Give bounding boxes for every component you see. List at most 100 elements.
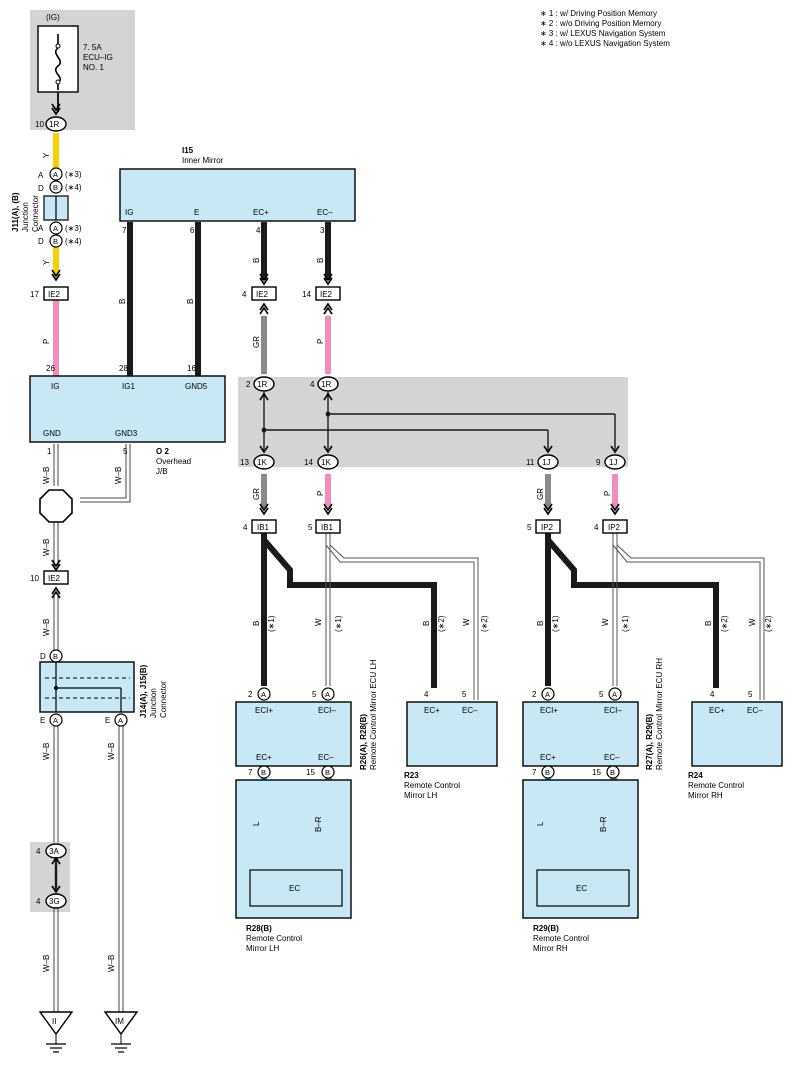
svg-text:B–R: B–R — [314, 816, 323, 832]
r29-code: R29(B) — [533, 924, 559, 933]
o2-pin-ig: IG — [51, 382, 59, 391]
wire-label-b-ecminus: B — [316, 258, 325, 263]
svg-text:ECI–: ECI– — [604, 706, 622, 715]
svg-text:3: 3 — [320, 226, 325, 235]
svg-text:4: 4 — [242, 290, 247, 299]
svg-text:28: 28 — [119, 364, 128, 373]
svg-text:1K: 1K — [321, 458, 331, 467]
i15-pin-ecplus: EC+ — [253, 208, 269, 217]
svg-text:B: B — [53, 237, 58, 246]
o2-pin-gnd3: GND3 — [115, 429, 138, 438]
svg-text:2: 2 — [246, 380, 251, 389]
svg-text:9: 9 — [596, 458, 601, 467]
ground-ii-icon: II — [38, 1011, 74, 1053]
o2-pin-ig1: IG1 — [122, 382, 135, 391]
svg-text:W: W — [601, 618, 610, 626]
svg-text:26: 26 — [46, 364, 55, 373]
r23-code: R23 — [404, 771, 419, 780]
wire-black-rh-1 — [545, 533, 719, 688]
fuse-source: (IG) — [46, 13, 60, 22]
svg-text:B: B — [610, 768, 615, 777]
svg-text:IE2: IE2 — [256, 290, 269, 299]
i15-pin-ig: IG — [125, 208, 133, 217]
svg-text:D: D — [38, 237, 44, 246]
j14-code: J14(A), J15(B) — [139, 664, 148, 718]
svg-text:ECI+: ECI+ — [540, 706, 558, 715]
svg-text:EC–: EC– — [604, 753, 620, 762]
note-4: ∗ 4 : w/o LEXUS Navigation System — [540, 39, 670, 48]
ground-im-icon: IM — [103, 1011, 139, 1053]
fuse-icon — [54, 34, 62, 90]
svg-text:EC–: EC– — [462, 706, 478, 715]
terminal-1j-11: 11 1J — [526, 454, 559, 470]
svg-text:(∗2): (∗2) — [720, 615, 729, 632]
svg-text:ECI–: ECI– — [318, 706, 336, 715]
inner-mirror-box — [119, 168, 356, 222]
wire-label-p-ec: P — [316, 339, 325, 344]
svg-text:EC+: EC+ — [424, 706, 440, 715]
ecu-lh-name: Remote Control Mirror ECU LH — [369, 659, 378, 770]
terminal-3g: 4 3G — [36, 893, 67, 909]
svg-text:10: 10 — [30, 574, 39, 583]
terminal-ie2-10: 10 IE2 — [30, 570, 69, 585]
r28-code: R28(B) — [246, 924, 272, 933]
svg-text:B: B — [704, 621, 713, 626]
svg-text:(∗3): (∗3) — [65, 224, 82, 233]
svg-text:(∗2): (∗2) — [480, 615, 489, 632]
svg-text:IE2: IE2 — [320, 290, 333, 299]
wire-black-lh-1 — [261, 533, 437, 688]
svg-text:16: 16 — [187, 364, 196, 373]
terminal-ib1-5: 5 IB1 — [308, 519, 341, 534]
svg-text:Mirror RH: Mirror RH — [688, 791, 723, 800]
fuse-number: NO. 1 — [83, 63, 104, 72]
terminal-3a: 4 3A — [36, 843, 67, 859]
svg-text:5: 5 — [462, 690, 467, 699]
svg-text:11: 11 — [526, 458, 535, 467]
svg-text:1R: 1R — [257, 380, 267, 389]
svg-text:(∗1): (∗1) — [551, 615, 560, 632]
svg-text:5: 5 — [312, 690, 317, 699]
svg-text:EC–: EC– — [318, 753, 334, 762]
o2-name: Overhead — [156, 457, 191, 466]
svg-text:IB1: IB1 — [257, 523, 270, 532]
svg-text:A: A — [38, 171, 44, 180]
wire-label-p-ig: P — [42, 339, 51, 344]
svg-text:5: 5 — [308, 523, 313, 532]
svg-text:A: A — [325, 690, 330, 699]
svg-text:IB1: IB1 — [321, 523, 334, 532]
o2-name2: J/B — [156, 467, 168, 476]
svg-text:4: 4 — [36, 847, 41, 856]
junction-block-shade — [238, 377, 628, 467]
svg-text:3G: 3G — [49, 897, 60, 906]
svg-text:(∗2): (∗2) — [764, 615, 773, 632]
svg-text:IP2: IP2 — [608, 523, 621, 532]
ecu-rh-name: Remote Control Mirror ECU RH — [655, 658, 664, 770]
svg-text:Remote Control: Remote Control — [688, 781, 744, 790]
terminal-ie2-4: 4 IE2 — [242, 286, 277, 301]
svg-text:2: 2 — [248, 690, 253, 699]
svg-text:W–B: W–B — [42, 539, 51, 556]
svg-text:EC+: EC+ — [709, 706, 725, 715]
svg-text:II: II — [52, 1017, 56, 1026]
svg-text:4: 4 — [594, 523, 599, 532]
svg-text:GR: GR — [536, 488, 545, 500]
j11-name2: Connector — [31, 195, 40, 232]
svg-text:B: B — [545, 768, 550, 777]
wire-label-y2: Y — [42, 259, 51, 265]
svg-text:7: 7 — [532, 768, 537, 777]
svg-text:L: L — [536, 821, 545, 826]
svg-text:D: D — [40, 652, 46, 661]
svg-text:W–B: W–B — [42, 619, 51, 636]
ecu-lh-top-pins: 2 A 5 A — [248, 687, 335, 701]
svg-text:E: E — [40, 716, 45, 725]
svg-text:L: L — [252, 821, 261, 826]
note-2: ∗ 2 : w/o Driving Position Memory — [540, 19, 661, 28]
svg-text:Remote Control: Remote Control — [404, 781, 460, 790]
svg-text:EC+: EC+ — [256, 753, 272, 762]
i15-pin-ecminus: EC– — [317, 208, 333, 217]
svg-text:B: B — [261, 768, 266, 777]
svg-text:1: 1 — [47, 447, 52, 456]
svg-text:4: 4 — [424, 690, 429, 699]
svg-text:D: D — [38, 184, 44, 193]
